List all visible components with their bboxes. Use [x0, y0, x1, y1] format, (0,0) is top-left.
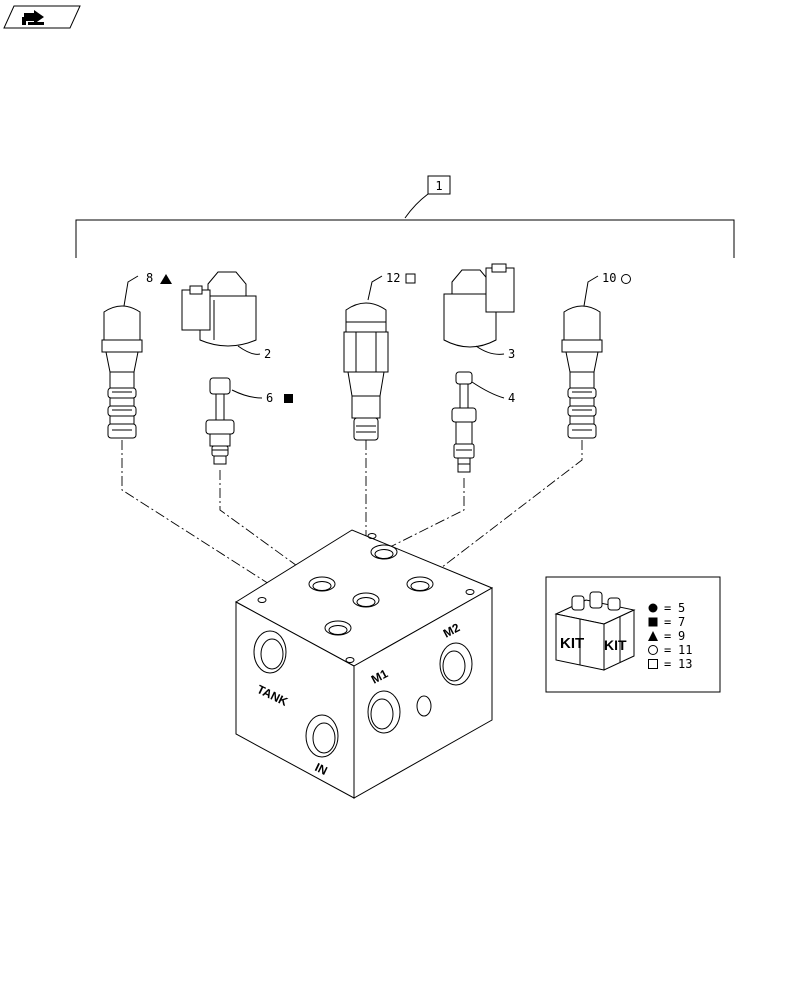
assembly-callout-label: 1 [435, 179, 442, 193]
square-filled-icon [284, 394, 293, 403]
square-open-icon [405, 273, 416, 284]
svg-text:=: = [664, 615, 671, 629]
valve-stem-4 [451, 371, 505, 473]
relief-valve-12 [343, 275, 389, 441]
part-label-3: 3 [508, 347, 515, 361]
part-label-8: 8 [146, 271, 153, 285]
legend-entry-triangle-filled: = 9 [648, 629, 685, 643]
part-label-12: 12 [386, 271, 400, 285]
port-label-in: IN [313, 760, 330, 778]
cartridge-valve-8 [101, 275, 143, 439]
square-open-icon [648, 659, 658, 669]
solenoid-coil-2 [181, 271, 261, 355]
kit-text-left: KIT [560, 635, 584, 652]
part-label-4: 4 [508, 391, 515, 405]
svg-text:=: = [664, 629, 671, 643]
svg-text:5: 5 [678, 601, 685, 615]
legend-entry-circle-filled: = 5 [648, 601, 685, 615]
circle-open-icon [648, 645, 658, 655]
kit-box-icon: KIT KIT [554, 591, 636, 671]
assembly-bracket: 1 [75, 175, 735, 258]
kit-legend: KIT KIT = 5 = 7 = 9 = 11 = 13 [545, 576, 721, 693]
part-label-6: 6 [266, 391, 273, 405]
svg-text:9: 9 [678, 629, 685, 643]
solenoid-coil-3 [443, 263, 515, 355]
cartridge-valve-10 [561, 275, 603, 439]
legend-entry-circle-open: = 11 [648, 643, 692, 657]
part-label-2: 2 [264, 347, 271, 361]
triangle-filled-icon [160, 274, 172, 284]
part-label-10: 10 [602, 271, 616, 285]
svg-text:=: = [664, 643, 671, 657]
svg-text:=: = [664, 657, 671, 671]
svg-text:13: 13 [678, 657, 692, 671]
circle-open-icon [621, 274, 631, 284]
svg-text:7: 7 [678, 615, 685, 629]
circle-filled-icon [648, 603, 658, 613]
square-filled-icon [648, 617, 658, 627]
legend-entry-square-open: = 13 [648, 657, 692, 671]
legend-entry-square-filled: = 7 [648, 615, 685, 629]
next-page-arrow-icon[interactable] [3, 5, 81, 29]
assembly-callout-box [427, 175, 451, 195]
triangle-filled-icon [648, 631, 658, 641]
valve-stem-6 [205, 377, 263, 465]
kit-text-right: KIT [604, 637, 627, 653]
manifold-block: TANK IN M1 M2 [235, 529, 494, 799]
svg-text:=: = [664, 601, 671, 615]
svg-text:11: 11 [678, 643, 692, 657]
